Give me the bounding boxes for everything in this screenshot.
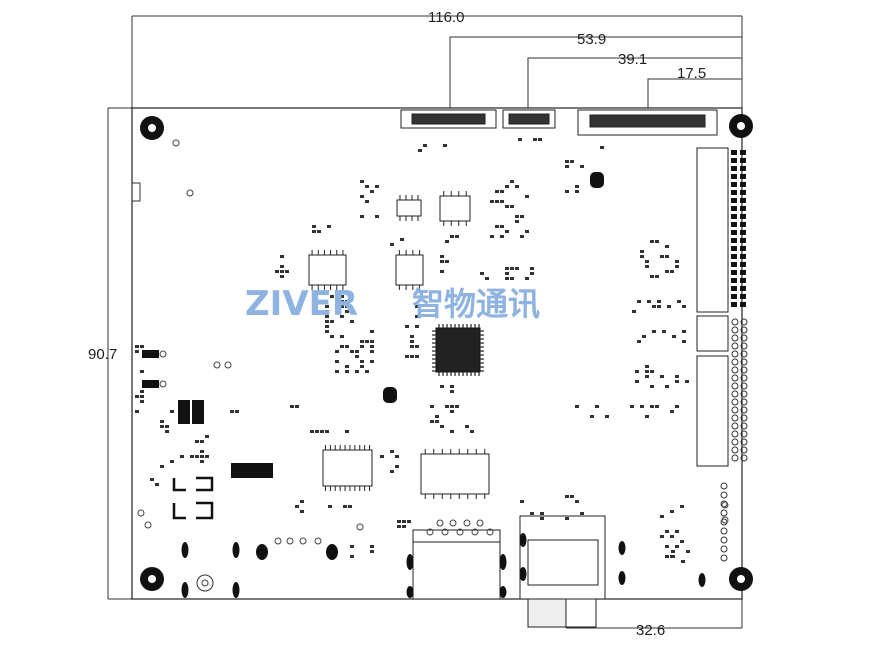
chip-upper-left — [308, 254, 347, 286]
chip-upper-mid — [395, 254, 424, 286]
dark-block — [231, 463, 273, 478]
small-holes — [137, 139, 729, 592]
right-headers — [696, 147, 729, 467]
dim-39-1: 39.1 — [618, 51, 647, 68]
chip-right — [420, 453, 490, 495]
dimension-lines — [107, 15, 743, 629]
oval-slots — [181, 533, 706, 598]
main-ic — [432, 324, 484, 376]
header-top — [696, 147, 729, 313]
right-pad-column — [731, 150, 746, 307]
bottom-connectors — [412, 515, 606, 628]
top-connectors — [400, 109, 718, 136]
dim-53-9: 53.9 — [577, 31, 606, 48]
mounting-holes — [140, 114, 753, 591]
dim-17-5: 17.5 — [677, 65, 706, 82]
header-middle — [696, 315, 729, 352]
soic-pins — [311, 191, 486, 499]
watermark-chinese: 智物通讯 — [412, 285, 540, 323]
bottom-left-caps — [172, 476, 214, 520]
usb-connector — [412, 529, 501, 600]
dark-components — [142, 172, 604, 478]
board-notch — [131, 182, 141, 202]
watermark-brand: ZIVER — [245, 284, 358, 324]
header-bottom — [696, 355, 729, 467]
soic-chips — [308, 195, 490, 495]
chip-upper-right — [439, 195, 471, 222]
right-circle-column — [720, 318, 748, 562]
small-pads — [135, 138, 690, 563]
dim-32-6: 32.6 — [636, 622, 665, 639]
dim-overall-height: 90.7 — [88, 346, 117, 363]
chip-small — [396, 199, 422, 217]
sd-slot — [519, 515, 606, 600]
dim-overall-width: 116.0 — [428, 9, 464, 26]
watermark: ZIVER 智物通讯 — [245, 284, 540, 324]
chip-left — [322, 449, 373, 487]
